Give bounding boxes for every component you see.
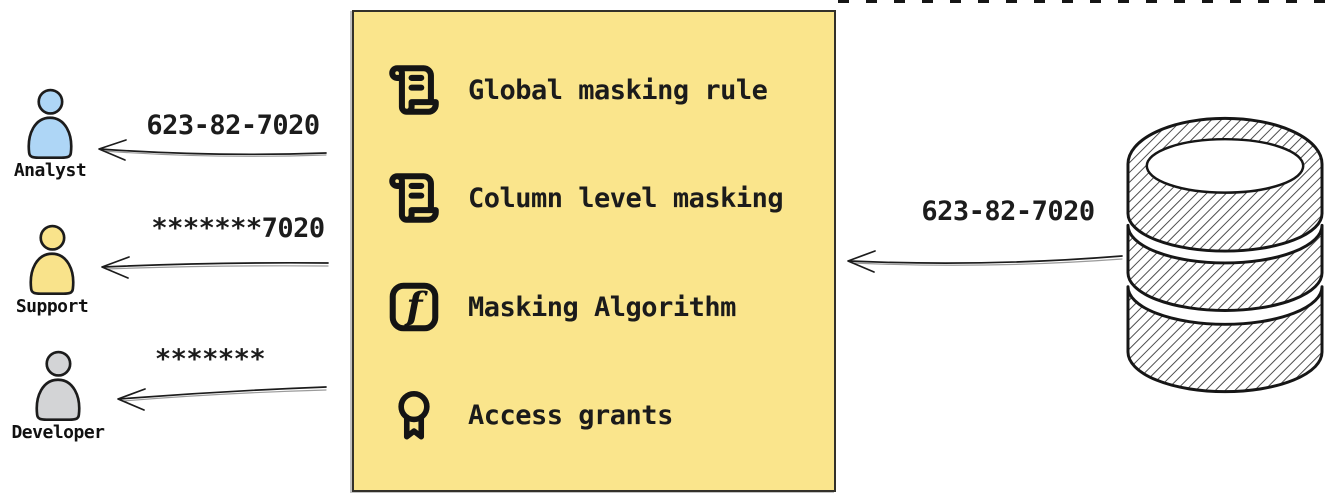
- masking-item-algorithm: f Masking Algorithm: [384, 276, 736, 338]
- masking-item-label: Global masking rule: [468, 74, 768, 106]
- arrow-to-analyst: [98, 139, 327, 161]
- masking-item-label: Masking Algorithm: [468, 291, 736, 323]
- scroll-icon: [384, 59, 444, 121]
- arrow-to-support: [101, 256, 329, 279]
- arrow-from-database: [847, 250, 1123, 273]
- user-icon: [35, 350, 81, 421]
- svg-text:f: f: [403, 284, 428, 328]
- masking-rules-box: Global masking rule Column level masking…: [352, 10, 836, 492]
- function-icon: f: [384, 276, 444, 338]
- persona-analyst-label: Analyst: [13, 160, 87, 181]
- database-icon: [1126, 116, 1324, 394]
- analyst-arrow-label: 623-82-7020: [146, 110, 320, 141]
- masking-item-access-grants: Access grants: [384, 384, 673, 446]
- developer-arrow-label: *******: [154, 344, 266, 375]
- award-icon: [384, 384, 444, 446]
- support-arrow-label: *******7020: [151, 213, 325, 244]
- persona-support: Support: [4, 224, 100, 317]
- dashed-border-line: [838, 0, 1340, 3]
- persona-support-label: Support: [15, 296, 89, 317]
- persona-developer: Developer: [10, 350, 106, 443]
- user-icon: [29, 224, 75, 295]
- masking-item-label: Access grants: [468, 399, 673, 431]
- scroll-icon: [384, 167, 444, 229]
- persona-developer-label: Developer: [11, 422, 105, 443]
- masking-item-global-rule: Global masking rule: [384, 59, 768, 121]
- database-arrow-label: 623-82-7020: [921, 196, 1095, 227]
- masking-item-column-level: Column level masking: [384, 167, 784, 229]
- user-icon: [27, 88, 73, 159]
- arrow-to-developer: [117, 386, 327, 411]
- persona-analyst: Analyst: [2, 88, 98, 181]
- masking-item-label: Column level masking: [468, 182, 784, 214]
